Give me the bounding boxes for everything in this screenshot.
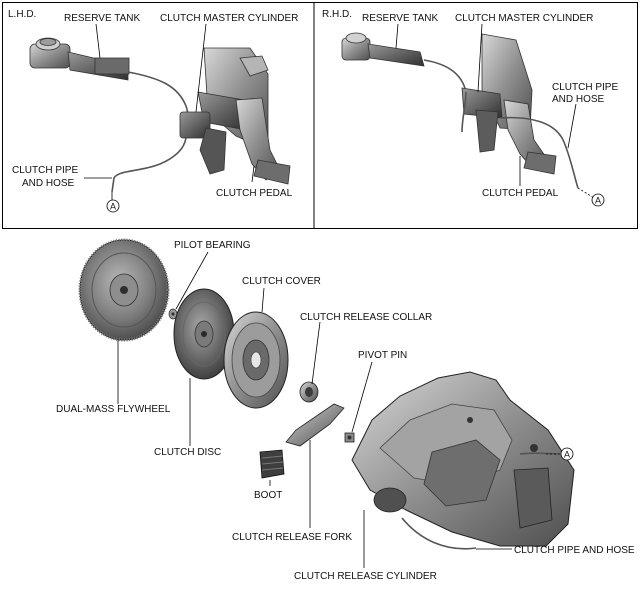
rhd-tag: R.H.D. bbox=[322, 9, 352, 20]
rhd-pipe-short bbox=[461, 91, 467, 133]
lhd-clutch-pipe bbox=[111, 137, 187, 193]
lhd-ref-mark-a: A bbox=[106, 192, 120, 213]
pipe-hose-label: CLUTCH PIPE AND HOSE bbox=[514, 545, 635, 556]
rhd-reservoir-hose bbox=[423, 59, 467, 93]
lhd-tag: L.H.D. bbox=[8, 9, 36, 20]
boot bbox=[259, 449, 285, 479]
clutch-disc bbox=[173, 288, 235, 380]
svg-text:A: A bbox=[595, 196, 601, 206]
pivot-pin-label: PIVOT PIN bbox=[358, 350, 407, 361]
svg-text:A: A bbox=[110, 202, 116, 212]
rhd-master-cylinder-label: CLUTCH MASTER CYLINDER bbox=[455, 13, 593, 24]
release-fork-label: CLUTCH RELEASE FORK bbox=[232, 532, 352, 543]
exploded-ref-mark-a: A bbox=[560, 447, 574, 461]
release-collar-label: CLUTCH RELEASE COLLAR bbox=[300, 312, 432, 323]
boot-label: BOOT bbox=[254, 490, 282, 501]
rhd-ref-mark-a: A bbox=[591, 193, 605, 207]
exploded-view: PILOT BEARING CLUTCH COVER CLUTCH RELEAS… bbox=[56, 238, 635, 582]
svg-text:A: A bbox=[564, 450, 570, 460]
rhd-pipe-hose-label-2: AND HOSE bbox=[552, 94, 605, 105]
lhd-pedal-assembly bbox=[179, 47, 291, 185]
clutch-cover-label: CLUTCH COVER bbox=[242, 276, 321, 287]
lhd-pipe-hose-label-1: CLUTCH PIPE bbox=[12, 165, 78, 176]
transmission-clutch-hose bbox=[401, 517, 477, 550]
rhd-pedal-assembly bbox=[461, 33, 557, 175]
clutch-release-collar bbox=[299, 381, 319, 403]
release-cylinder-body bbox=[373, 487, 407, 513]
lhd-pedal-label: CLUTCH PEDAL bbox=[216, 188, 293, 199]
rhd-pedal-label: CLUTCH PEDAL bbox=[482, 188, 559, 199]
lhd-pedal-pad bbox=[253, 159, 291, 185]
rhd-reserve-tank-label: RESERVE TANK bbox=[362, 13, 438, 24]
clutch-disc-label: CLUTCH DISC bbox=[154, 447, 221, 458]
lhd-master-cylinder bbox=[179, 111, 211, 139]
flywheel-label: DUAL-MASS FLYWHEEL bbox=[56, 404, 171, 415]
release-cylinder-label: CLUTCH RELEASE CYLINDER bbox=[294, 571, 437, 582]
rhd-reserve-tank bbox=[341, 32, 425, 67]
clutch-cover bbox=[223, 311, 289, 409]
lhd-master-cylinder-label: CLUTCH MASTER CYLINDER bbox=[160, 13, 298, 24]
transmission-pipe-to-a bbox=[519, 452, 559, 455]
lhd-reserve-tank bbox=[29, 37, 130, 81]
lhd-pipe-hose-label-2: AND HOSE bbox=[22, 178, 75, 189]
rhd-clutch-pipe bbox=[499, 116, 579, 189]
top-panels-frame bbox=[2, 2, 638, 229]
transmission bbox=[351, 371, 575, 547]
lhd-reserve-tank-label: RESERVE TANK bbox=[64, 13, 140, 24]
dual-mass-flywheel bbox=[78, 238, 170, 342]
pilot-bearing-label: PILOT BEARING bbox=[174, 240, 251, 251]
lhd-panel: L.H.D. RESERVE TANK CLUTCH MA bbox=[8, 9, 298, 213]
pivot-pin bbox=[344, 432, 355, 443]
clutch-release-fork bbox=[285, 403, 345, 447]
lhd-reservoir-hose bbox=[127, 71, 190, 135]
rhd-pipe-hose-label-1: CLUTCH PIPE bbox=[552, 82, 618, 93]
rhd-panel: R.H.D. RESERVE TANK CLUTCH MASTER CYLIND… bbox=[322, 9, 618, 207]
rhd-pedal-pad bbox=[523, 151, 557, 175]
